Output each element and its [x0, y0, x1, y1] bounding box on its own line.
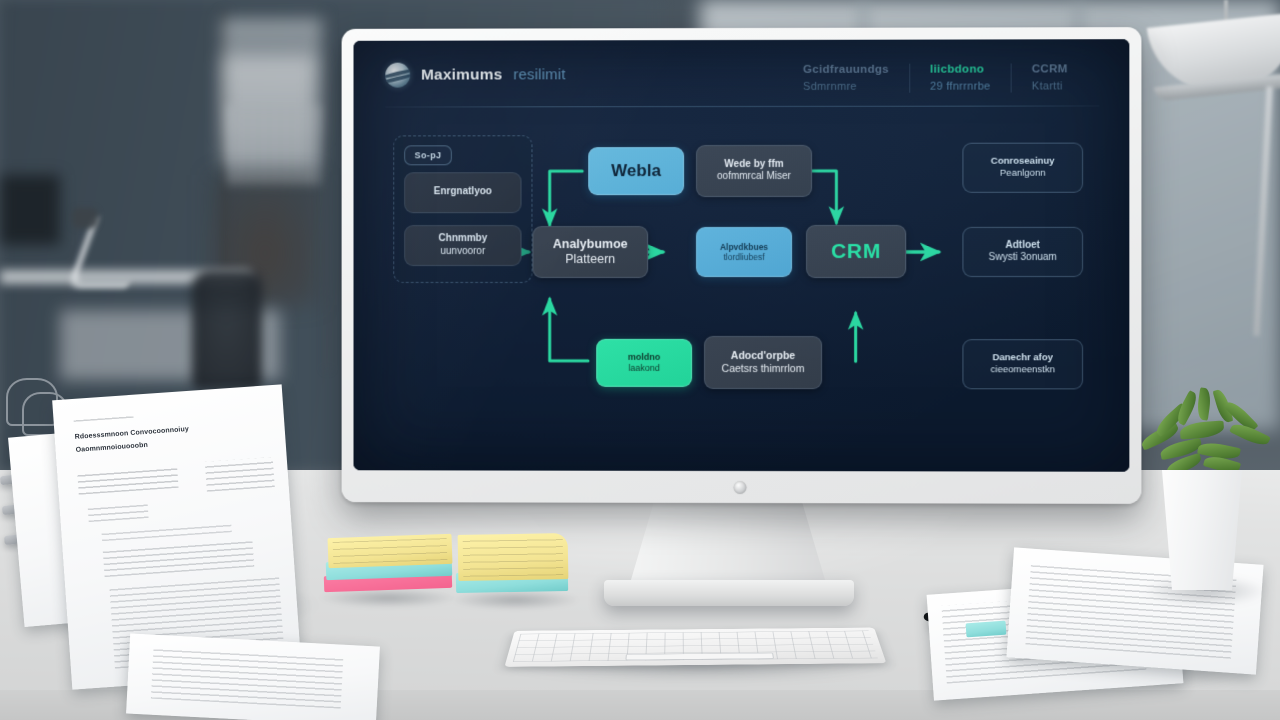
- node-adoption[interactable]: Adocd'orpbe Caetsrs thimrrlom: [704, 335, 823, 390]
- header-stat-2[interactable]: CCRM Ktartti: [1010, 63, 1108, 93]
- node-line-1: Alpvdkbues: [719, 241, 769, 252]
- node-line-1: CRM: [830, 239, 882, 263]
- sticky-note-yellow[interactable]: [457, 533, 569, 581]
- sticky-shadow: [318, 588, 458, 608]
- node-webhook[interactable]: Wede by ffm oofmmrcal Miser: [696, 144, 813, 198]
- header-divider: [385, 105, 1100, 108]
- flow-diagram[interactable]: So-pJ Enrgnatlyoo Chnmmby uunvooror Webl…: [375, 116, 1107, 457]
- document-address-block: [204, 457, 275, 492]
- node-enrichment[interactable]: Alpvdkbues tlordliubesf: [696, 226, 793, 278]
- header-stats: Gcidfrauundgs Sdmrnmre Iiicbdono 29 ffnr…: [783, 57, 1108, 93]
- desktop-monitor: Maximums resilimit Gcidfrauundgs Sdmrnmr…: [342, 27, 1142, 504]
- brand-suffix: resilimit: [513, 66, 566, 84]
- node-line-2: cieeomeenstkn: [990, 364, 1055, 376]
- document-logo-bar: [73, 412, 134, 422]
- background-far-desk: [0, 270, 250, 284]
- background-computer: [0, 175, 60, 245]
- panel-middle[interactable]: Adtloet Swysti 3onuam: [962, 226, 1084, 278]
- header-stat-1[interactable]: Iiicbdono 29 ffnrrnrbe: [908, 63, 1011, 93]
- connector-web-to-platform: [542, 169, 585, 228]
- sticky-note-yellow[interactable]: [327, 533, 453, 569]
- document-paragraph: [102, 538, 255, 578]
- document-subject-line: [101, 524, 232, 542]
- node-line-1: moldno: [627, 351, 661, 362]
- node-line-2: laakond: [628, 362, 660, 373]
- node-line-2: Swysti 3onuam: [988, 251, 1057, 263]
- paper-text: [150, 648, 344, 709]
- sticky-note-ruling: [462, 537, 564, 577]
- monitor-stand-neck: [628, 495, 828, 590]
- connector-feedback-to-platform: [542, 297, 591, 364]
- plant-foliage: [1136, 387, 1271, 482]
- background-desk-lamp-head: [72, 208, 98, 228]
- node-line-2: oofmmrcal Miser: [717, 170, 791, 183]
- node-line-2: uunvooror: [440, 245, 486, 257]
- stat-value: Iiicbdono: [930, 63, 985, 76]
- document-field-block: [77, 465, 179, 495]
- node-line-2: Peanlgonn: [999, 167, 1046, 179]
- keyboard[interactable]: [504, 627, 887, 667]
- document-meta-block: [87, 503, 149, 523]
- stat-label: 29 ffnrrnrbe: [930, 80, 991, 93]
- node-line-1: Adtloet: [1005, 239, 1041, 251]
- header-stat-0[interactable]: Gcidfrauundgs Sdmrnmre: [783, 64, 909, 93]
- stat-label: Ktartti: [1031, 80, 1063, 93]
- sticky-shadow: [450, 590, 580, 610]
- sticky-note-ruling: [332, 538, 448, 564]
- node-crm[interactable]: CRM: [806, 224, 907, 279]
- node-source-2[interactable]: Chnmmby uunvooror: [404, 225, 522, 266]
- background-office-chair: [192, 270, 262, 390]
- background-books: [228, 105, 320, 185]
- plant-pot: [1162, 470, 1242, 590]
- monitor-screen[interactable]: Maximums resilimit Gcidfrauundgs Sdmrnmr…: [354, 39, 1130, 472]
- loose-paper-front[interactable]: [126, 633, 380, 720]
- monitor-brand-logo-icon: [733, 480, 747, 495]
- node-web[interactable]: Webla: [588, 147, 685, 196]
- node-analytics-platform[interactable]: Analybumoe Platteern: [532, 226, 649, 278]
- monitor-stand-base: [604, 580, 854, 606]
- stat-label: Sdmrnmre: [803, 80, 857, 93]
- node-line-1: Wede by ffm: [724, 158, 784, 170]
- app-header: Maximums resilimit Gcidfrauundgs Sdmrnmr…: [375, 57, 1108, 93]
- node-line-2: Platteern: [565, 252, 616, 266]
- node-line-1: Analybumoe: [552, 236, 628, 251]
- dashboard-app[interactable]: Maximums resilimit Gcidfrauundgs Sdmrnmr…: [354, 39, 1130, 472]
- node-line-1: Conroseainuy: [990, 156, 1055, 168]
- node-line-1: Adocd'orpbe: [730, 349, 796, 362]
- source-group-chip[interactable]: So-pJ: [404, 145, 452, 166]
- node-feedback[interactable]: moldno laakond: [596, 338, 693, 387]
- pendant-lamp-cord: [1224, 0, 1228, 30]
- node-line-1: Webla: [611, 160, 661, 180]
- stat-value: CCRM: [1031, 63, 1068, 76]
- globe-logo-icon: [385, 62, 411, 88]
- brand-name: Maximums: [421, 65, 503, 84]
- stat-value: Gcidfrauundgs: [803, 63, 889, 76]
- panel-top[interactable]: Conroseainuy Peanlgonn: [962, 142, 1084, 193]
- node-line-1: Danechr afoy: [992, 352, 1053, 364]
- sticky-note-cyan[interactable]: [965, 620, 1007, 638]
- brand-block: Maximums resilimit: [375, 58, 566, 88]
- node-line-2: Caetsrs thimrrlom: [721, 362, 805, 375]
- panel-bottom[interactable]: Danechr afoy cieeomeenstkn: [962, 339, 1084, 390]
- node-line-1: Enrgnatlyoo: [433, 186, 492, 198]
- node-line-2: tlordliubesf: [723, 251, 765, 263]
- node-line-1: Chnmmby: [438, 233, 488, 245]
- node-source-1[interactable]: Enrgnatlyoo: [404, 172, 522, 214]
